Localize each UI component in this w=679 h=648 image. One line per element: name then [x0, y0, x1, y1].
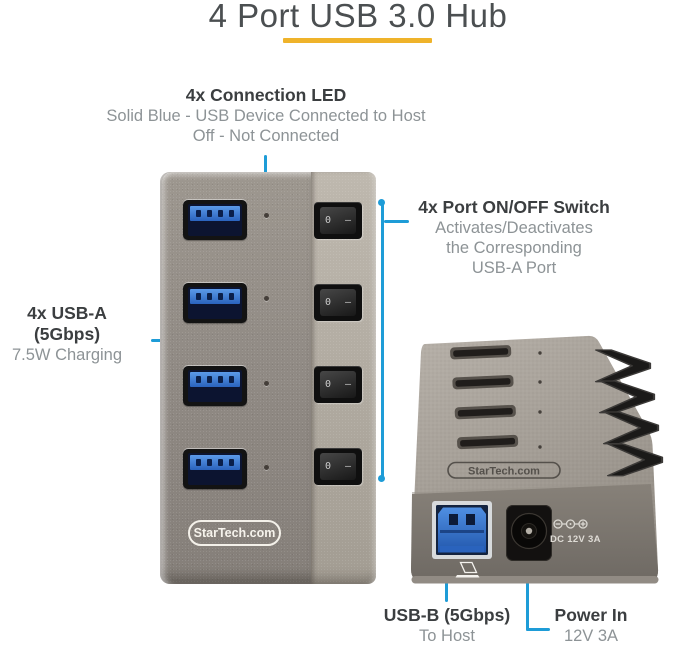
usb-a-port-3	[183, 366, 247, 406]
top-slot-1	[450, 345, 512, 360]
annotation-heading: USB-B (5Gbps)	[383, 605, 511, 625]
panel-seam	[411, 482, 652, 494]
switch-rocker: 0 –	[320, 207, 356, 234]
annotation-line: 7.5W Charging	[11, 346, 123, 364]
usb-a-cavity	[188, 370, 242, 402]
usb-a-port-2	[183, 283, 247, 323]
switch-label: 0 –	[324, 215, 356, 226]
usb-a-port-1	[183, 200, 247, 240]
side-switch-4	[606, 443, 664, 477]
annotation-heading: 4x Port ON/OFF Switch	[418, 197, 610, 217]
laptop-icon	[455, 561, 480, 578]
leader-line-usb-b	[445, 566, 448, 602]
top-led-4	[538, 445, 542, 449]
startech-logo: StarTech.com	[188, 520, 281, 546]
top-slot-3	[454, 404, 516, 420]
usb-a-tongue	[190, 206, 240, 221]
brand-text: StarTech.com	[193, 526, 276, 540]
port-switch-1: 0 –	[314, 202, 362, 239]
usb-a-cavity	[188, 204, 242, 236]
brand-text-back: StarTech.com	[468, 466, 540, 478]
leader-line-power	[526, 566, 529, 631]
page-title: 4 Port USB 3.0 Hub	[208, 0, 508, 34]
annotation-heading: 4x USB-A (5Gbps)	[27, 303, 107, 344]
connection-led-3	[264, 381, 269, 386]
connection-led-2	[264, 296, 269, 301]
leader-connector-switch	[384, 220, 409, 223]
side-switch-2	[598, 380, 656, 414]
annotation-heading: 4x Connection LED	[185, 85, 347, 105]
usb-a-cavity	[188, 287, 242, 319]
top-led-2	[538, 380, 542, 384]
switch-rocker: 0 –	[320, 289, 356, 316]
switch-label: 0 –	[324, 297, 356, 308]
title-underline	[283, 38, 432, 43]
annotation-line: To Host	[419, 627, 475, 645]
annotation-power-in: Power In 12V 3A	[531, 605, 651, 646]
annotation-line: 12V 3A	[563, 627, 619, 645]
side-switch-1	[594, 349, 652, 383]
startech-logo-back	[447, 461, 561, 479]
usb-a-port-4	[183, 449, 247, 489]
port-switch-4: 0 –	[314, 448, 362, 485]
hub-back-view: StarTech.com	[411, 335, 664, 584]
usb-b-port	[432, 501, 492, 559]
top-led-3	[538, 410, 542, 414]
annotation-usb-a: 4x USB-A (5Gbps) 7.5W Charging	[1, 303, 133, 365]
annotation-line: the Corresponding	[446, 239, 582, 257]
leader-connector-power	[526, 628, 550, 631]
hub-front-view: 0 – 0 – 0 – 0 – StarTech.com	[160, 172, 376, 584]
leader-dot	[378, 199, 385, 206]
switch-label: 0 –	[324, 379, 356, 390]
annotation-line: USB-A Port	[471, 259, 557, 277]
usb-a-cavity	[188, 453, 242, 485]
annotation-port-switch: 4x Port ON/OFF Switch Activates/Deactiva…	[418, 197, 610, 278]
port-switch-3: 0 –	[314, 366, 362, 403]
polarity-icon	[553, 519, 588, 529]
bottom-lip	[411, 576, 659, 584]
annotation-usb-b: USB-B (5Gbps) To Host	[377, 605, 517, 646]
dc-power-jack	[506, 505, 552, 561]
usb-a-tongue	[190, 372, 240, 387]
annotation-connection-led: 4x Connection LED Solid Blue - USB Devic…	[66, 85, 466, 146]
top-slot-4	[457, 434, 519, 450]
top-led-1	[538, 351, 542, 355]
switch-rocker: 0 –	[320, 453, 356, 480]
top-usb-slots	[450, 345, 519, 450]
side-switch-3	[602, 411, 660, 445]
switch-rocker: 0 –	[320, 371, 356, 398]
port-switch-2: 0 –	[314, 284, 362, 321]
connection-led-1	[264, 213, 269, 218]
annotation-line: Solid Blue - USB Device Connected to Hos…	[106, 107, 426, 125]
switch-label: 0 –	[324, 461, 356, 472]
leader-line-switch	[381, 202, 384, 480]
top-slot-2	[452, 375, 514, 390]
usb-a-tongue	[190, 455, 240, 470]
annotation-heading: Power In	[554, 605, 628, 625]
power-spec-text: DC 12V 3A	[550, 534, 601, 545]
annotation-line: Off - Not Connected	[192, 127, 340, 145]
side-switches	[594, 349, 664, 477]
usb-a-tongue	[190, 289, 240, 304]
leader-dot	[378, 475, 385, 482]
annotation-line: Activates/Deactivates	[435, 219, 593, 237]
connection-led-4	[264, 465, 269, 470]
